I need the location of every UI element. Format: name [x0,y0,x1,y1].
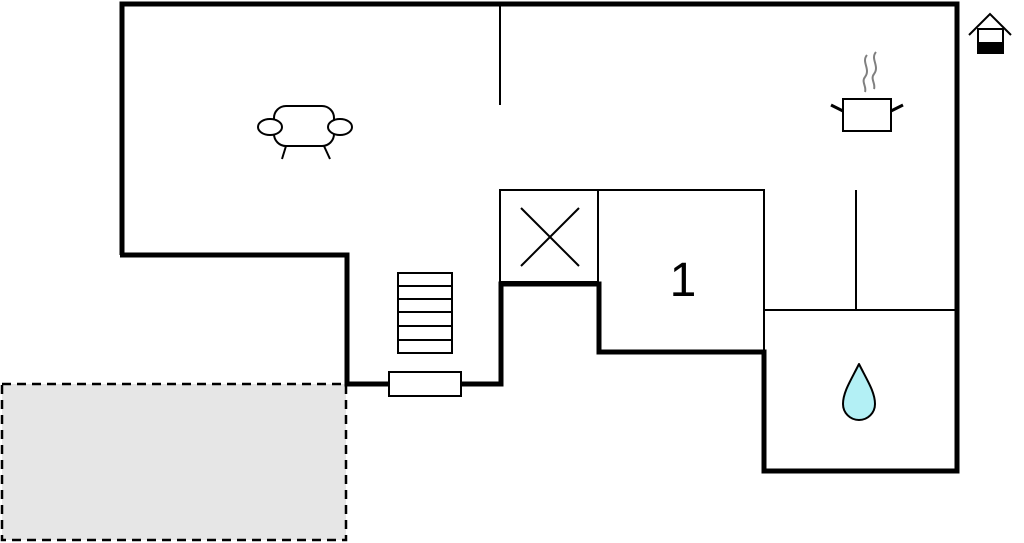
bathroom-room [763,309,958,472]
entrance-door[interactable] [388,371,462,397]
bedroom-room [597,189,765,353]
cooking-pot-icon [830,51,904,132]
house-floor-icon [968,12,1012,54]
staircase-icon [397,272,453,354]
sofa-icon [257,105,353,160]
cross-mark-icon [520,207,580,267]
terrace-area [0,382,348,542]
outer-wall-left [120,252,390,387]
bedroom-number-label: 1 [670,254,697,307]
water-drop-icon [842,363,876,421]
